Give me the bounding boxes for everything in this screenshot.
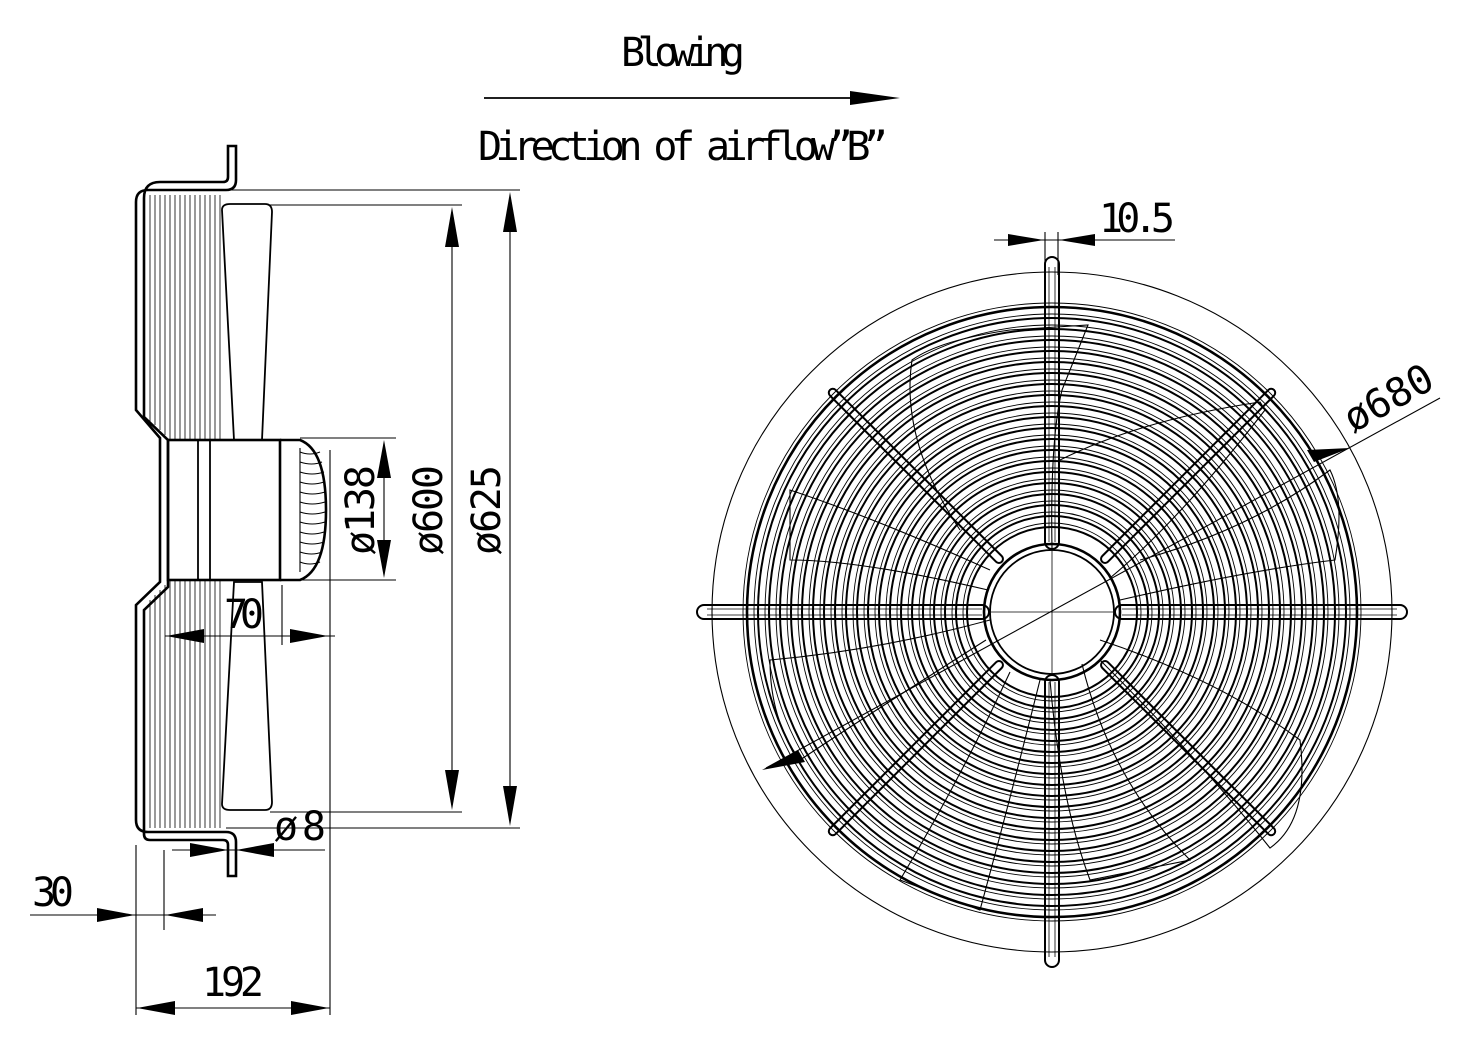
grille-support-bar	[1044, 674, 1060, 968]
grille-ring	[790, 350, 1314, 874]
dim-hub-arrow-top	[377, 440, 391, 478]
grille-ring-edge	[786, 346, 1318, 878]
grille-support-bar	[1100, 387, 1277, 564]
airflow-annotation: Blowing Direction of airflow”B”	[478, 30, 900, 170]
grille-ring	[911, 471, 1193, 753]
grille-ring-edge	[742, 302, 1362, 922]
housing-ribs-lower	[149, 580, 221, 828]
dim-motor-depth-arrow-left	[166, 629, 204, 643]
grille-ring	[812, 372, 1292, 852]
grille-ring	[823, 383, 1281, 841]
grille-ring-edge	[819, 379, 1285, 845]
dim-total-depth-label: 192	[202, 960, 264, 1006]
dim-total-depth-arrow-right	[291, 1001, 329, 1015]
dim-motor-depth-arrow-right	[290, 629, 328, 643]
grille-ring-edge	[852, 412, 1252, 812]
grille-ring-edge	[753, 313, 1351, 911]
housing-outline	[134, 144, 238, 878]
grille-ring	[745, 305, 1359, 919]
direction-label: Direction of airflow”B”	[478, 124, 888, 170]
grille-ring-edge	[874, 434, 1230, 790]
dim-flange-label: 30	[32, 870, 74, 916]
dim-grille-arrow-lower	[762, 750, 805, 770]
dim-hole-arrow-right	[236, 843, 274, 857]
grille-ring	[900, 460, 1204, 764]
grille-support-bar	[1114, 604, 1408, 620]
grille-ring-edge	[885, 445, 1219, 779]
grille-ring	[768, 328, 1336, 896]
dim-hole-arrow-left	[190, 843, 228, 857]
grille-ring-edge	[808, 368, 1296, 856]
grille-ring	[845, 405, 1259, 819]
dim-flange-arrow-right	[165, 908, 203, 922]
dim-total-depth-arrow-left	[137, 1001, 175, 1015]
grille-ring-edge	[863, 423, 1241, 801]
dim-hub-arrow-bottom	[377, 540, 391, 578]
dim-ring-label: ø625	[464, 465, 510, 555]
airflow-arrow-head	[850, 91, 900, 105]
grille-ring-edge	[907, 467, 1197, 757]
grille-ring-edge	[797, 357, 1307, 867]
side-extension-lines	[135, 189, 520, 1015]
grille-ring-edge	[841, 401, 1263, 823]
grille-ring-edge	[896, 456, 1208, 768]
dim-flange-arrow-left	[97, 908, 135, 922]
grille-ring-edge	[764, 324, 1340, 900]
grille-ring	[878, 438, 1226, 786]
grille-ring	[867, 427, 1237, 797]
dim-motor-depth-label: 70	[224, 592, 264, 638]
blowing-label: Blowing	[621, 30, 745, 76]
grille-ring	[779, 339, 1325, 885]
front-view: ø680 10.5	[696, 196, 1442, 968]
housing-ribs-upper	[149, 195, 221, 440]
dim-blade-label: ø600	[406, 465, 452, 555]
side-view: ø625 ø600 ø138 70 ø8 30 192	[30, 144, 520, 1015]
grille-ring	[889, 449, 1215, 775]
dim-grille-line	[765, 397, 1441, 769]
grille-support-bar	[827, 660, 1004, 837]
dim-blade-arrow-top	[445, 207, 459, 247]
dim-bolt-arrow-left	[1008, 234, 1044, 246]
blade-lower	[221, 581, 273, 811]
grille-rings	[742, 302, 1362, 922]
grille-support-bar	[1044, 256, 1060, 550]
grille-support-bar	[1100, 660, 1277, 837]
grille-ring-edge	[775, 335, 1329, 889]
center-hub-ring	[982, 542, 1122, 682]
motor-cooling-fins	[299, 451, 326, 565]
motor-hub	[166, 438, 328, 582]
dim-grille-arrow-upper	[1307, 448, 1350, 462]
grille-support-bars	[696, 256, 1408, 968]
dim-hole-label: ø8	[274, 804, 326, 850]
dim-blade-arrow-bottom	[445, 770, 459, 810]
dim-hub-label: ø138	[338, 465, 384, 555]
grille-ring-edge	[830, 390, 1274, 834]
grille-support-bar	[827, 387, 1004, 564]
outer-frame-circle	[711, 271, 1393, 953]
dim-grille-label: ø680	[1336, 355, 1442, 442]
grille-ring	[757, 317, 1347, 907]
grille-ring	[856, 416, 1248, 808]
dim-bolt-arrow-right	[1059, 234, 1095, 246]
dim-ring-arrow-top	[503, 192, 517, 232]
grille-ring	[834, 394, 1270, 830]
grille-ring	[801, 361, 1303, 863]
dim-bolt-label: 10.5	[1099, 196, 1175, 242]
dim-ring-arrow-bottom	[503, 786, 517, 826]
blade-upper	[221, 203, 273, 441]
grille-support-bar	[696, 604, 990, 620]
